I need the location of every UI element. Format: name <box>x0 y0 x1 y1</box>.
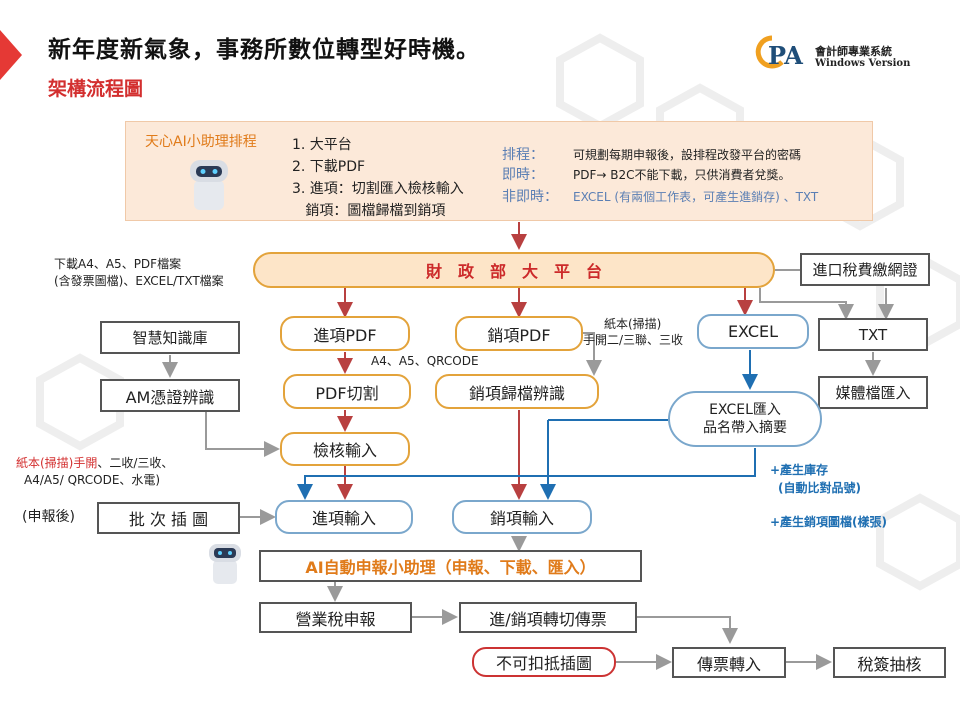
sales-archive-node[interactable]: 銷項歸檔辨識 <box>435 374 599 409</box>
paper-manual-note-line1: 紙本(掃描)手開、二收/三收、 <box>16 454 173 471</box>
info-list-item-2: 2. 下載PDF <box>292 159 366 175</box>
excel-import-line1: EXCEL匯入 <box>709 402 781 418</box>
am-recognition-node[interactable]: AM憑證辨識 <box>100 379 240 412</box>
logo-subtitle: Windows Version <box>815 58 911 69</box>
purchase-input-node[interactable]: 進項輸入 <box>275 500 413 534</box>
sales-pdf-node[interactable]: 銷項PDF <box>455 316 583 351</box>
page-title: 新年度新氣象，事務所數位轉型好時機。 <box>48 37 480 63</box>
check-input-node[interactable]: 檢核輸入 <box>280 432 410 466</box>
page-subtitle: 架構流程圖 <box>48 78 144 100</box>
instant-key: 即時： <box>502 167 544 183</box>
media-import-node[interactable]: 媒體檔匯入 <box>818 376 928 409</box>
sales-input-node[interactable]: 銷項輸入 <box>452 500 592 534</box>
sales-image-note: +產生銷項圖檔(樣張) <box>770 515 888 529</box>
voucher-transfer-node[interactable]: 進/銷項轉切傳票 <box>459 602 637 633</box>
paper-scan-note-line1: 紙本(掃描) <box>604 317 662 331</box>
red-corner-marker <box>0 30 22 80</box>
excel-node[interactable]: EXCEL <box>697 314 809 349</box>
stock-note-line1: +產生庫存 <box>770 463 829 477</box>
robot-icon-small <box>209 544 241 584</box>
excel-import-line2: 品名帶入摘要 <box>703 420 787 436</box>
vat-filing-node[interactable]: 營業稅申報 <box>259 602 412 633</box>
tax-audit-node[interactable]: 稅簽抽核 <box>833 647 946 678</box>
ai-filing-assistant-node[interactable]: AI自動申報小助理（申報、下載、匯入） <box>259 550 642 582</box>
a4a5-qrcode-note: A4、A5、QRCODE <box>371 354 479 368</box>
logo-name: 會計師專業系統 <box>815 45 892 58</box>
noninstant-key: 非即時： <box>502 189 558 205</box>
paper-manual-note-rest: 、二收/三收、 <box>97 456 174 470</box>
info-list-item-3: 3. 進項：切割匯入檢核輸入 <box>292 181 464 197</box>
paper-manual-note-red: 紙本(掃描)手開 <box>16 456 98 470</box>
download-note-line2: (含發票圖檔)、EXCEL/TXT檔案 <box>54 274 224 288</box>
instant-value: PDF→ B2C不能下載，只供消費者兌獎。 <box>573 168 791 182</box>
download-note-line1: 下載A4、A5、PDF檔案 <box>54 257 182 271</box>
after-filing-note: (申報後) <box>22 509 75 525</box>
pdf-split-node[interactable]: PDF切割 <box>283 374 411 409</box>
schedule-value: 可規劃每期申報後，設排程改發平台的密碼 <box>573 148 802 162</box>
info-list-item-4: 銷項：圖檔歸檔到銷項 <box>292 203 446 219</box>
paper-scan-note-line2: 手開二/三聯、三收 <box>583 333 684 347</box>
voucher-import-node[interactable]: 傳票轉入 <box>672 647 786 678</box>
purchase-pdf-node[interactable]: 進項PDF <box>280 316 410 351</box>
txt-node[interactable]: TXT <box>818 318 928 351</box>
ai-schedule-label: 天心AI小助理排程 <box>145 134 257 150</box>
logo-letters: PA <box>768 41 803 70</box>
mof-platform[interactable]: 財 政 部 大 平 台 <box>253 252 775 288</box>
stock-note-line2: (自動比對品號) <box>778 481 861 495</box>
pa-logo-icon: PA <box>755 35 803 70</box>
info-list-item-1: 1. 大平台 <box>292 137 352 153</box>
schedule-key: 排程： <box>502 147 544 163</box>
noninstant-value: EXCEL (有兩個工作表，可產生進銷存) 、TXT <box>573 190 819 204</box>
knowledge-base-node[interactable]: 智慧知識庫 <box>100 321 240 354</box>
robot-icon <box>190 160 228 210</box>
paper-manual-note-line2: A4/A5/ QRCODE、水電) <box>24 473 161 487</box>
customs-payment-node[interactable]: 進口稅費繳網證 <box>800 253 930 286</box>
non-deductible-node[interactable]: 不可扣抵插圖 <box>472 647 616 677</box>
batch-insert-node[interactable]: 批 次 插 圖 <box>97 502 240 534</box>
ai-schedule-infobox <box>125 121 873 221</box>
excel-import-node[interactable]: EXCEL匯入 品名帶入摘要 <box>668 391 822 447</box>
